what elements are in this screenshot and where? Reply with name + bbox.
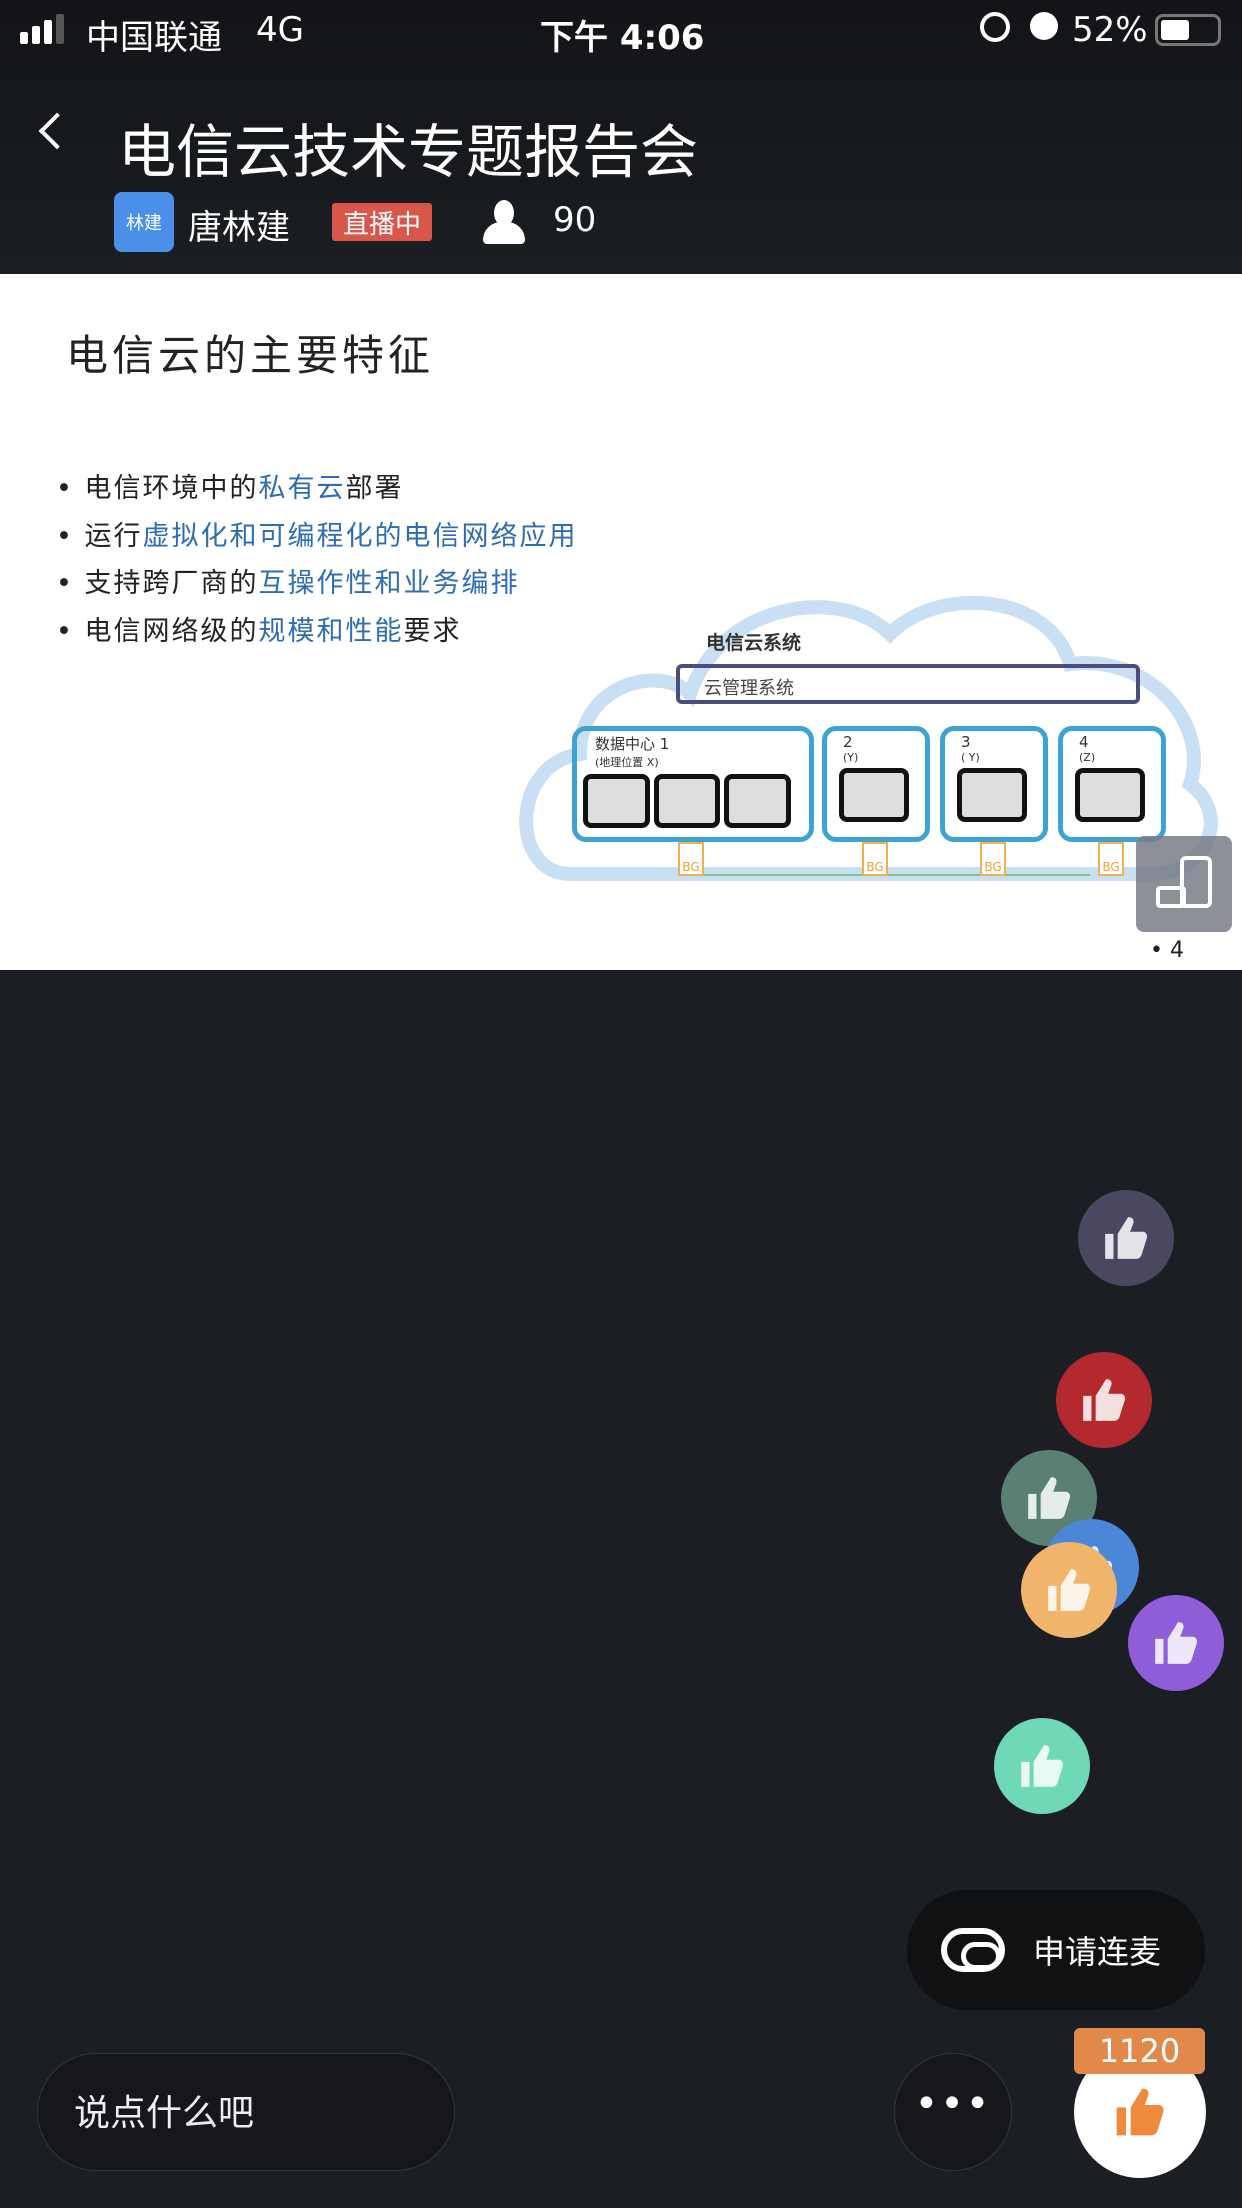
thumbs-up-icon: [1155, 1622, 1198, 1664]
slide-bullet: • 电信环境中的私有云部署: [56, 473, 404, 504]
clock: 下午 4:06: [540, 18, 705, 58]
datacenter-1: 数据中心 1(地理位置 X): [572, 726, 814, 842]
request-mic-button[interactable]: 申请连麦: [907, 1890, 1205, 2010]
thumbs-up-icon: [1021, 1745, 1064, 1787]
thumbs-up-icon: [1028, 1477, 1071, 1519]
floating-like-bubble: [1056, 1352, 1152, 1448]
more-button[interactable]: •••: [894, 2053, 1012, 2171]
thumbs-up-icon: [1083, 1379, 1126, 1421]
floating-like-bubble: [1021, 1542, 1117, 1638]
bg-gateway: BG: [862, 842, 888, 876]
alarm-icon: [1030, 12, 1058, 40]
slide-bullet: • 支持跨厂商的互操作性和业务编排: [56, 568, 520, 599]
battery-icon: [1155, 14, 1221, 46]
like-count: 1120: [1074, 2028, 1205, 2074]
request-mic-label: 申请连麦: [1033, 1933, 1162, 1971]
host-name: 唐林建: [188, 208, 290, 248]
cloud-outline-icon: [519, 595, 1218, 881]
signal-icon: [20, 14, 64, 44]
viewers-icon: [483, 200, 525, 244]
floating-like-bubble: [994, 1718, 1090, 1814]
host-avatar[interactable]: 林建: [114, 192, 174, 252]
slide-bullet: • 运行虚拟化和可编程化的电信网络应用: [56, 521, 578, 552]
bg-gateway: BG: [678, 842, 704, 876]
rotate-screen-button[interactable]: [1136, 836, 1232, 932]
slide-title: 电信云的主要特征: [66, 331, 435, 380]
cloud-diagram: 电信云系统 云管理系统 数据中心 1(地理位置 X) 2(Y) 3( Y) 4(…: [510, 574, 1230, 894]
thumbs-up-icon: [1116, 2088, 1164, 2136]
network-type: 4G: [256, 10, 304, 50]
comment-input[interactable]: 说点什么吧: [37, 2053, 455, 2171]
status-bar: 中国联通 4G 下午 4:06 52%: [0, 0, 1242, 62]
floating-like-bubble: [1078, 1190, 1174, 1286]
thumbs-up-icon: [1048, 1569, 1091, 1611]
bg-gateway: BG: [980, 842, 1006, 876]
diagram-mgmt-box: 云管理系统: [676, 664, 1140, 704]
datacenter-3: 3( Y): [940, 726, 1048, 842]
floating-like-bubble: [1128, 1595, 1224, 1691]
slide-bullet: • 电信网络级的规模和性能要求: [56, 616, 462, 647]
datacenter-2: 2(Y): [822, 726, 930, 842]
rotate-icon: [1180, 856, 1212, 908]
link-icon: [941, 1928, 1005, 1972]
thumbs-up-icon: [1105, 1217, 1148, 1259]
datacenter-4: 4(Z): [1058, 726, 1166, 842]
battery-percent: 52%: [1072, 10, 1148, 50]
bg-gateway: BG: [1098, 842, 1124, 876]
rotation-lock-icon: [980, 12, 1010, 42]
more-icon: •••: [914, 2081, 992, 2127]
presentation-slide: 电信云的主要特征 • 电信环境中的私有云部署 • 运行虚拟化和可编程化的电信网络…: [0, 274, 1242, 970]
diagram-system-label: 电信云系统: [706, 632, 802, 654]
carrier: 中国联通: [86, 18, 222, 58]
diagram-mgmt-label: 云管理系统: [704, 678, 794, 699]
page-title: 电信云技术专题报告会: [118, 118, 699, 186]
live-badge: 直播中: [332, 203, 432, 241]
slide-page-number: • 4: [1150, 938, 1184, 963]
viewer-count: 90: [553, 200, 597, 240]
header-background: [0, 0, 1242, 272]
bg-link-line: [690, 874, 1090, 876]
